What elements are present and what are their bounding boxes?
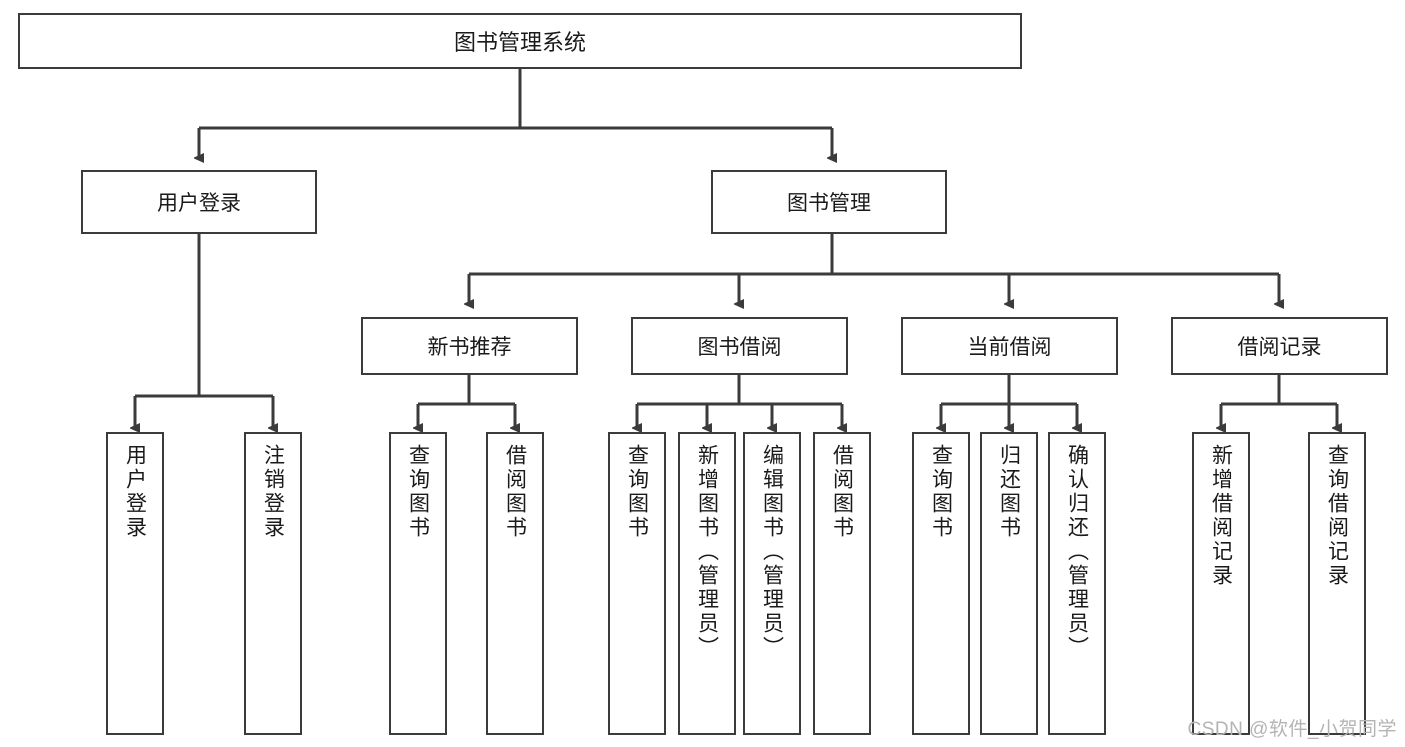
node-leaf-user-login-label: 用户登录: [123, 444, 147, 540]
node-leaf-add-record[interactable]: 新增借阅记录: [1192, 432, 1250, 735]
node-leaf-borrow-book-1-label: 借阅图书: [503, 444, 527, 540]
node-leaf-add-book[interactable]: 新增图书（管理员）: [678, 432, 736, 735]
node-root-label: 图书管理系统: [453, 30, 586, 55]
watermark-text: CSDN @软件_小贺同学: [1187, 719, 1397, 740]
node-leaf-borrow-book-2-label: 借阅图书: [830, 444, 854, 540]
node-current-borrow-label: 当前借阅: [967, 336, 1052, 359]
node-new-book-recommend-label: 新书推荐: [427, 336, 512, 359]
node-leaf-edit-book[interactable]: 编辑图书（管理员）: [743, 432, 801, 735]
node-leaf-query-book-1[interactable]: 查询图书: [389, 432, 447, 735]
node-new-book-recommend[interactable]: 新书推荐: [361, 317, 578, 375]
node-borrow-record[interactable]: 借阅记录: [1171, 317, 1388, 375]
node-leaf-logout-login[interactable]: 注销登录: [244, 432, 302, 735]
node-leaf-query-book-3[interactable]: 查询图书: [912, 432, 970, 735]
node-leaf-query-book-3-label: 查询图书: [929, 444, 953, 540]
node-leaf-add-book-label: 新增图书（管理员）: [695, 444, 719, 660]
node-leaf-query-record[interactable]: 查询借阅记录: [1308, 432, 1366, 735]
node-leaf-user-login[interactable]: 用户登录: [106, 432, 164, 735]
node-leaf-confirm-return-label: 确认归还（管理员）: [1065, 444, 1089, 660]
node-leaf-add-record-label: 新增借阅记录: [1209, 444, 1233, 588]
node-user-login[interactable]: 用户登录: [81, 170, 317, 234]
node-leaf-return-book[interactable]: 归还图书: [980, 432, 1038, 735]
node-leaf-return-book-label: 归还图书: [997, 444, 1021, 540]
node-leaf-confirm-return[interactable]: 确认归还（管理员）: [1048, 432, 1106, 735]
node-user-login-label: 用户登录: [157, 192, 241, 215]
node-book-borrow[interactable]: 图书借阅: [631, 317, 848, 375]
node-leaf-borrow-book-2[interactable]: 借阅图书: [813, 432, 871, 735]
node-leaf-query-book-1-label: 查询图书: [406, 444, 430, 540]
node-leaf-borrow-book-1[interactable]: 借阅图书: [486, 432, 544, 735]
node-borrow-record-label: 借阅记录: [1237, 336, 1322, 359]
node-book-management-label: 图书管理: [787, 192, 871, 215]
node-leaf-query-record-label: 查询借阅记录: [1325, 444, 1349, 588]
node-leaf-query-book-2-label: 查询图书: [625, 444, 649, 540]
node-book-borrow-label: 图书借阅: [697, 336, 782, 359]
node-book-management[interactable]: 图书管理: [711, 170, 947, 234]
node-leaf-logout-login-label: 注销登录: [261, 444, 285, 540]
node-current-borrow[interactable]: 当前借阅: [901, 317, 1118, 375]
node-leaf-edit-book-label: 编辑图书（管理员）: [760, 444, 784, 660]
node-leaf-query-book-2[interactable]: 查询图书: [608, 432, 666, 735]
node-root[interactable]: 图书管理系统: [18, 13, 1022, 69]
